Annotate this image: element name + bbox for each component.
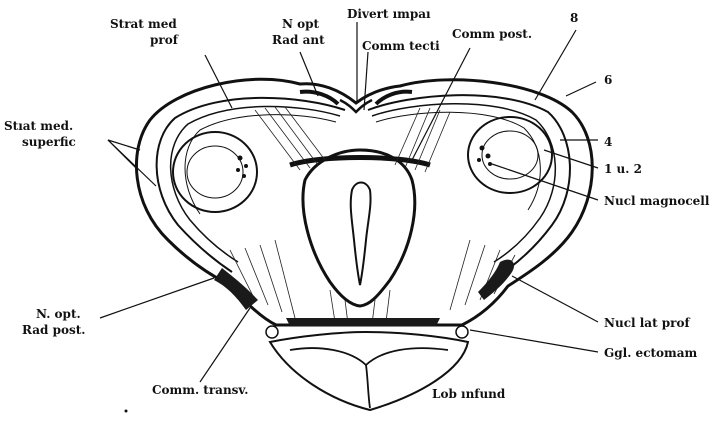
label-1u2: 1 u. 2 (604, 162, 642, 176)
right-lobe-core (482, 131, 538, 179)
comm-transv-dark (286, 318, 440, 326)
label-strat-med-prof-2: prof (150, 33, 179, 47)
leader-n-opt-rad-post (100, 278, 214, 318)
label-comm-tecti: Comm tecti (362, 39, 440, 53)
layer-right-2 (372, 104, 555, 262)
leader-8 (535, 30, 576, 100)
label-divert-impar: Divert ımpaı (347, 7, 431, 21)
central-ventricle-lumen (351, 183, 371, 286)
label-4: 4 (604, 135, 612, 149)
leader-ggl-ectomam (470, 330, 598, 352)
leader-n-opt-rad-ant (300, 52, 318, 96)
label-n-opt-1: N opt (282, 17, 320, 31)
right-lobe-inner (468, 117, 552, 193)
leader-comm-transv (200, 308, 250, 382)
ggl-ectomam-right (456, 326, 468, 338)
leader-6 (566, 82, 596, 96)
nucl-lat-prof-dark-right (478, 260, 514, 300)
label-ggl-ectomam: Ggl. ectomam (604, 346, 698, 360)
rad-post-dark-left (214, 268, 258, 310)
label-n-opt-rad-post-2: Rad post. (22, 323, 85, 337)
label-strat-med-superfic-1: Stıat med. (4, 119, 73, 133)
leader-lines (100, 22, 598, 382)
label-nucl-magnocell: Nucl magnocell (604, 194, 710, 208)
label-rad-ant-2: Rad ant (272, 33, 325, 47)
ggl-ectomam-left (266, 326, 278, 338)
stray-mark (125, 410, 128, 413)
label-lob-infund: Lob ınfund (432, 387, 506, 401)
lob-infund-inner (290, 348, 448, 365)
leader-nucl-lat-prof (512, 276, 598, 322)
label-6: 6 (604, 73, 612, 87)
brain-section-drawing (125, 79, 593, 412)
layer-left-1 (157, 98, 345, 272)
left-lobe-core (187, 146, 243, 198)
label-strat-med-prof-1: Strat med (110, 17, 177, 31)
label-strat-med-superfic-2: superfic (22, 135, 76, 149)
layer-right-1 (368, 95, 570, 276)
layer-left-3 (185, 115, 336, 214)
label-comm-post: Comm post. (452, 27, 532, 41)
label-nucl-lat-prof: Nucl lat prof (604, 316, 691, 330)
lob-infund-stalk (366, 365, 370, 408)
label-8: 8 (570, 11, 578, 25)
label-comm-transv: Comm. transv. (152, 383, 248, 397)
leader-nucl-magnocell (492, 164, 598, 200)
label-n-opt-rad-post-1: N. opt. (36, 307, 81, 321)
